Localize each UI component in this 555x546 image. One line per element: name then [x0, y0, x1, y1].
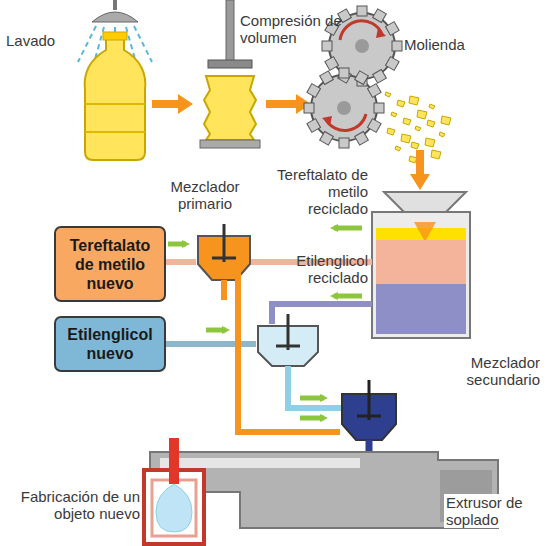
- part-label: Compresión de volumen: [240, 12, 350, 46]
- part-label: Mezclador secundario: [430, 354, 540, 388]
- part-label: Extrusor de soplado: [444, 494, 552, 528]
- part-label: Molienda: [404, 36, 504, 53]
- part-label: Fabricación de un objeto nuevo: [4, 488, 140, 522]
- box-text: Etilenglicol nuevo: [62, 325, 158, 363]
- part-label: Lavado: [6, 32, 76, 49]
- box-text: Tereftalato de metilo nuevo: [62, 236, 158, 293]
- input-box: Tereftalato de metilo nuevo: [54, 226, 166, 302]
- part-label: Tereftalato de metilo reciclado: [268, 166, 368, 217]
- part-label: Mezclador primario: [160, 178, 250, 212]
- input-box: Etilenglicol nuevo: [54, 316, 166, 372]
- part-label: Etilenglicol reciclado: [276, 252, 368, 286]
